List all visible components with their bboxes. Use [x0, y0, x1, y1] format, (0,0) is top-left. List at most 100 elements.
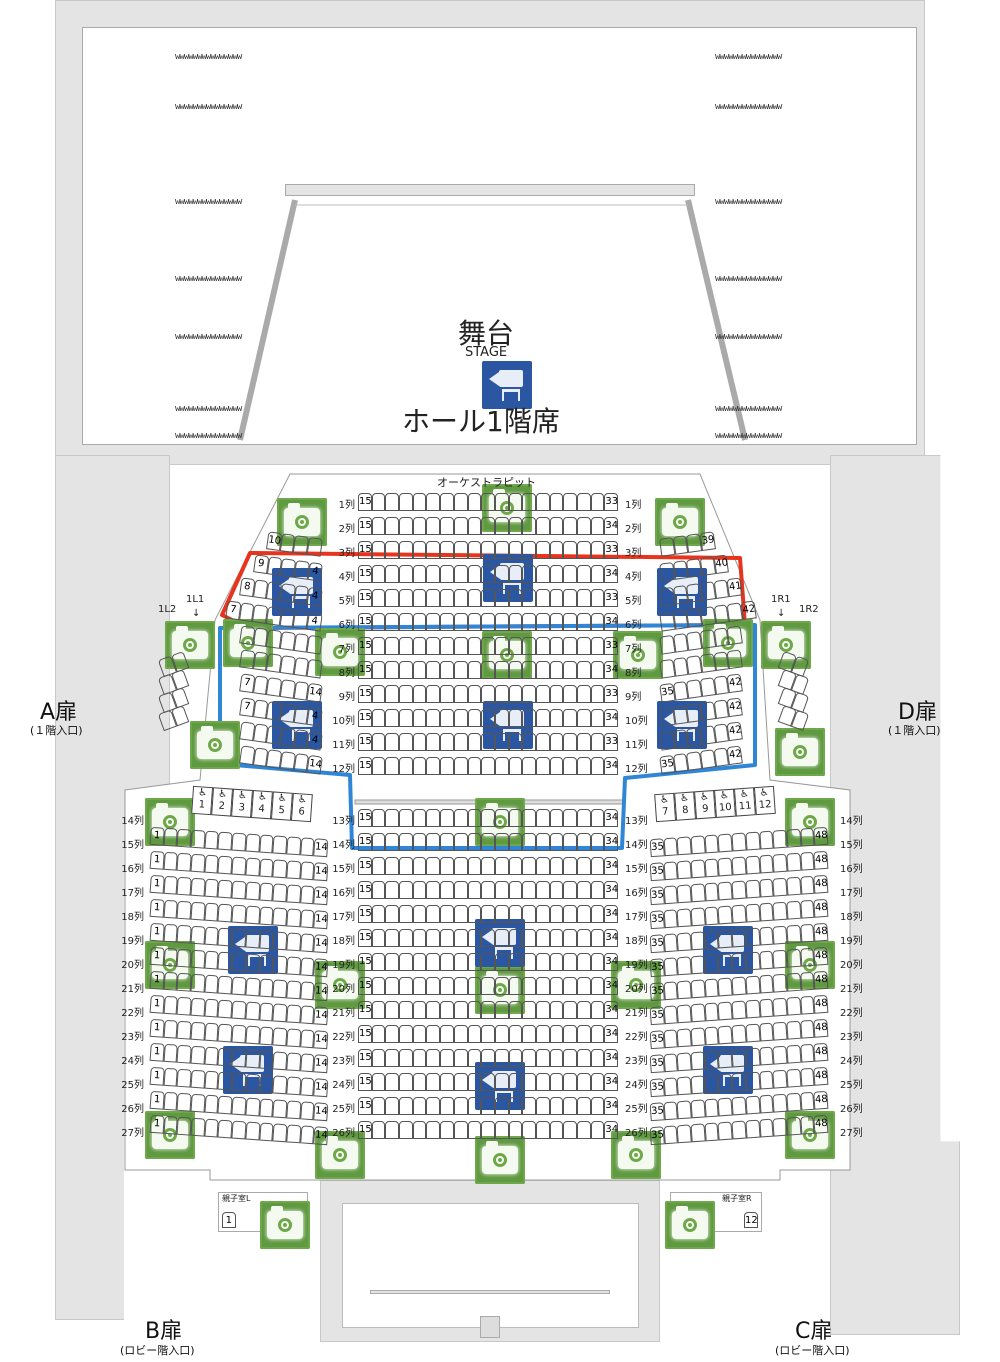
seat[interactable] [676, 932, 692, 952]
seat[interactable] [217, 1071, 233, 1091]
seat[interactable]: 48 [813, 1090, 829, 1110]
seat[interactable] [508, 833, 523, 851]
seat[interactable] [522, 905, 536, 923]
seat[interactable] [412, 757, 427, 775]
seat[interactable] [272, 955, 288, 975]
seat[interactable] [549, 589, 564, 607]
seat[interactable]: 15 [358, 953, 372, 971]
seat[interactable] [371, 565, 386, 583]
seat[interactable] [508, 1097, 523, 1115]
seat[interactable] [522, 1073, 536, 1091]
seat[interactable] [176, 996, 192, 1016]
seat[interactable] [535, 953, 550, 971]
seat[interactable] [676, 1052, 692, 1072]
camera-icon[interactable] [613, 631, 663, 679]
seat[interactable] [176, 972, 192, 992]
seat[interactable] [590, 565, 605, 583]
seat[interactable] [371, 1121, 386, 1139]
seat[interactable] [590, 809, 605, 827]
seat[interactable] [204, 1046, 220, 1066]
seat[interactable]: 1 [149, 1066, 165, 1086]
seat[interactable] [176, 852, 192, 872]
seat[interactable] [426, 613, 441, 631]
seat[interactable]: 34 [604, 613, 618, 631]
seat[interactable] [590, 929, 605, 947]
seat[interactable] [535, 1025, 550, 1043]
seat[interactable] [690, 835, 706, 855]
seat[interactable] [717, 1001, 733, 1021]
seat[interactable] [217, 1023, 233, 1043]
seat[interactable] [245, 857, 261, 877]
seat[interactable] [704, 978, 720, 998]
camera-icon[interactable] [665, 1201, 715, 1249]
seat[interactable] [412, 613, 427, 631]
seat[interactable] [412, 953, 427, 971]
seat[interactable] [535, 517, 550, 535]
seat[interactable] [176, 828, 192, 848]
seat[interactable] [535, 589, 550, 607]
seat[interactable]: 48 [813, 850, 829, 870]
seat[interactable] [190, 925, 206, 945]
seat[interactable] [426, 833, 441, 851]
seat[interactable] [412, 709, 427, 727]
seat[interactable] [590, 1073, 605, 1091]
seat[interactable] [481, 857, 495, 875]
seat[interactable] [690, 1051, 706, 1071]
seat[interactable] [371, 929, 386, 947]
seat[interactable] [577, 1121, 591, 1139]
seat[interactable] [412, 541, 427, 559]
seat[interactable] [745, 1119, 761, 1139]
seat[interactable] [453, 1025, 468, 1043]
seat[interactable] [467, 1025, 482, 1043]
seat[interactable] [786, 996, 802, 1016]
seat[interactable] [522, 517, 536, 535]
seat[interactable] [590, 905, 605, 923]
seat[interactable] [190, 1045, 206, 1065]
seat[interactable] [508, 661, 523, 679]
seat[interactable] [758, 1022, 774, 1042]
seat[interactable] [731, 952, 747, 972]
seat[interactable] [717, 977, 733, 997]
seat[interactable] [453, 1073, 468, 1091]
seat[interactable]: 34 [604, 1049, 618, 1067]
seat[interactable] [217, 903, 233, 923]
seat[interactable] [453, 833, 468, 851]
seat[interactable] [440, 637, 454, 655]
seat[interactable] [535, 757, 550, 775]
seat[interactable] [440, 733, 454, 751]
seat[interactable]: 1 [149, 850, 165, 870]
seat[interactable] [453, 929, 468, 947]
seat[interactable] [176, 900, 192, 920]
seat[interactable] [412, 733, 427, 751]
seat[interactable] [676, 980, 692, 1000]
seat[interactable]: 15 [358, 905, 372, 923]
seat[interactable] [522, 1025, 536, 1043]
seat[interactable] [453, 881, 468, 899]
seat[interactable] [399, 1001, 413, 1019]
seat[interactable] [522, 613, 536, 631]
seat[interactable] [481, 905, 495, 923]
camera-icon[interactable] [190, 721, 240, 769]
seat[interactable] [204, 902, 220, 922]
seat[interactable] [467, 953, 482, 971]
seat[interactable] [453, 1097, 468, 1115]
seat[interactable]: 14 [313, 982, 329, 1002]
seat[interactable] [663, 981, 679, 1001]
seat[interactable] [412, 1097, 427, 1115]
seat[interactable]: 35 [649, 1102, 665, 1122]
seat[interactable] [772, 1117, 788, 1137]
seat[interactable] [371, 589, 386, 607]
seat[interactable] [577, 493, 591, 511]
seat[interactable] [508, 589, 523, 607]
seat[interactable] [772, 1069, 788, 1089]
seat[interactable] [399, 685, 413, 703]
seat[interactable] [717, 833, 733, 853]
wheelchair-seat[interactable]: ♿2 [211, 787, 234, 817]
seat[interactable] [663, 1101, 679, 1121]
seat[interactable] [467, 809, 482, 827]
seat[interactable] [745, 1047, 761, 1067]
seat[interactable] [481, 1001, 495, 1019]
seat[interactable] [535, 905, 550, 923]
seat[interactable] [577, 565, 591, 583]
seat[interactable] [190, 997, 206, 1017]
